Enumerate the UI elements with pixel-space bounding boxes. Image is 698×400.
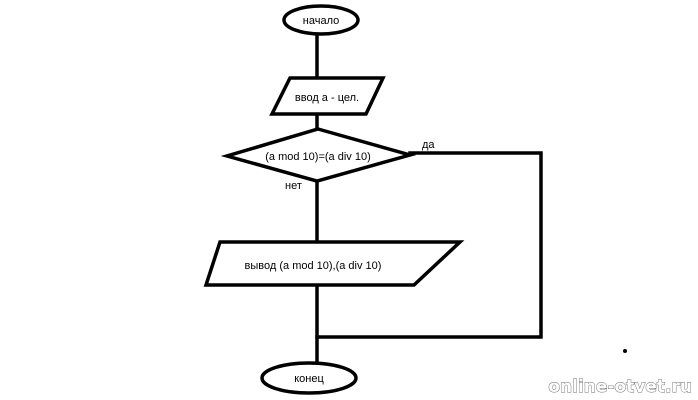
stray-dot — [623, 349, 627, 353]
input-label: ввод а - цел. — [295, 92, 359, 104]
branch-yes-label: да — [422, 139, 435, 151]
connectors — [315, 32, 543, 365]
edge-condition-yes-to-merge — [315, 151, 543, 339]
start-label: начало — [303, 15, 339, 27]
output-parallelogram — [203, 240, 465, 287]
output-label: вывод (a mod 10),(a div 10) — [245, 260, 382, 272]
branch-no-label: нет — [285, 180, 302, 192]
start-terminal: начало — [282, 4, 360, 36]
output-block: вывод (a mod 10),(a div 10) — [203, 240, 465, 287]
input-parallelogram — [269, 76, 386, 116]
end-terminal: конец — [260, 361, 358, 395]
watermark: online-otvet.ru — [548, 377, 692, 397]
input-block: ввод а - цел. — [269, 76, 386, 116]
end-oval — [260, 361, 358, 395]
start-oval — [282, 4, 360, 36]
condition-label: (a mod 10)=(a div 10) — [265, 151, 370, 163]
condition-block: (a mod 10)=(a div 10) да нет — [220, 127, 435, 192]
condition-diamond — [220, 127, 417, 183]
end-label: конец — [294, 373, 324, 385]
